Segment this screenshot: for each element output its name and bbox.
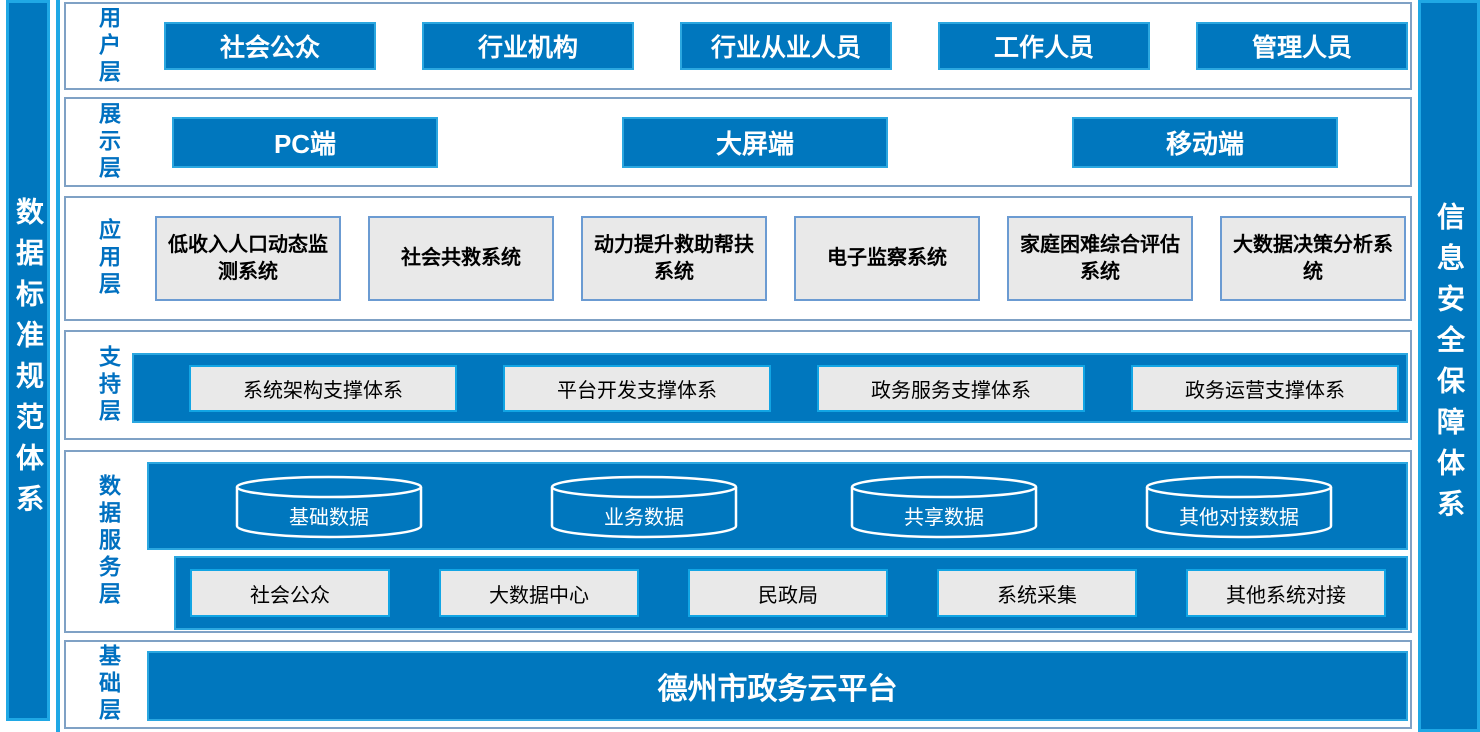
support-layer-label: 支持层 bbox=[96, 344, 121, 426]
application-layer-label: 应用层 bbox=[96, 218, 121, 299]
right-sidebar-label: 信息安全保障体系 bbox=[1434, 202, 1465, 530]
right-sidebar-info-security: 信息安全保障体系 bbox=[1418, 0, 1480, 732]
left-divider-line bbox=[56, 0, 60, 732]
app-box-assistance-support: 动力提升救助帮扶系统 bbox=[581, 216, 767, 301]
display-layer-label: 展示层 bbox=[96, 101, 121, 183]
data-service-layer-label: 数据服务层 bbox=[96, 474, 121, 609]
app-box-low-income-monitor: 低收入人口动态监测系统 bbox=[155, 216, 341, 301]
user-box-industry-staff: 行业从业人员 bbox=[680, 22, 892, 70]
user-box-industry-org: 行业机构 bbox=[422, 22, 634, 70]
application-layer-row: 低收入人口动态监测系统 社会共救系统 动力提升救助帮扶系统 电子监察系统 家庭困… bbox=[66, 198, 1410, 319]
support-box-architecture: 系统架构支撑体系 bbox=[189, 364, 457, 412]
display-layer-row: PC端 大屏端 移动端 bbox=[66, 99, 1410, 185]
database-cylinder-shared: 共享数据 bbox=[849, 474, 1039, 540]
cloud-platform-title: 德州市政务云平台 bbox=[657, 673, 898, 706]
cylinder-icon bbox=[550, 475, 738, 539]
user-layer-label-wrap: 用户层 bbox=[76, 4, 140, 88]
database-label-shared: 共享数据 bbox=[904, 507, 984, 529]
user-box-public: 社会公众 bbox=[164, 22, 376, 70]
user-box-workers: 工作人员 bbox=[938, 22, 1150, 70]
source-box-bigdata-center: 大数据中心 bbox=[439, 569, 639, 617]
cylinder-icon bbox=[850, 475, 1038, 539]
support-box-gov-service: 政务服务支撑体系 bbox=[817, 364, 1085, 412]
database-label-business: 业务数据 bbox=[604, 507, 684, 529]
support-box-gov-operation: 政务运营支撑体系 bbox=[1131, 364, 1399, 412]
database-label-basic: 基础数据 bbox=[289, 507, 369, 529]
base-layer-panel: 基础层 德州市政务云平台 bbox=[64, 640, 1412, 729]
app-box-social-rescue: 社会共救系统 bbox=[368, 216, 554, 301]
user-layer-label: 用户层 bbox=[96, 5, 121, 87]
display-layer-label-wrap: 展示层 bbox=[76, 99, 140, 185]
cylinder-icon bbox=[1145, 475, 1333, 539]
left-sidebar-label: 数据标准规范体系 bbox=[13, 196, 44, 525]
database-cylinder-basic: 基础数据 bbox=[234, 474, 424, 540]
source-box-civil-affairs: 民政局 bbox=[688, 569, 888, 617]
support-box-platform-dev: 平台开发支撑体系 bbox=[503, 364, 771, 412]
left-sidebar-data-standards: 数据标准规范体系 bbox=[6, 0, 50, 721]
user-layer-panel: 用户层 社会公众 行业机构 行业从业人员 工作人员 管理人员 bbox=[64, 2, 1412, 90]
database-cylinder-other: 其他对接数据 bbox=[1144, 474, 1334, 540]
data-source-row: 社会公众 大数据中心 民政局 系统采集 其他系统对接 bbox=[176, 558, 1406, 628]
source-box-other-systems: 其他系统对接 bbox=[1186, 569, 1386, 617]
user-box-managers: 管理人员 bbox=[1196, 22, 1408, 70]
source-box-public: 社会公众 bbox=[190, 569, 390, 617]
application-layer-label-wrap: 应用层 bbox=[76, 198, 140, 319]
app-box-bigdata-analysis: 大数据决策分析系统 bbox=[1220, 216, 1406, 301]
support-layer-band: 系统架构支撑体系 平台开发支撑体系 政务服务支撑体系 政务运营支撑体系 bbox=[132, 353, 1408, 423]
database-label-other: 其他对接数据 bbox=[1179, 507, 1299, 529]
base-layer-label: 基础层 bbox=[96, 644, 121, 725]
data-service-layer-label-wrap: 数据服务层 bbox=[76, 452, 140, 631]
source-box-system-collect: 系统采集 bbox=[937, 569, 1137, 617]
base-platform-band: 德州市政务云平台 bbox=[147, 651, 1408, 721]
database-band: 基础数据 业务数据 共享数据 bbox=[147, 462, 1408, 550]
display-box-bigscreen: 大屏端 bbox=[622, 116, 888, 168]
cylinder-icon bbox=[235, 475, 423, 539]
user-layer-row: 社会公众 行业机构 行业从业人员 工作人员 管理人员 bbox=[66, 4, 1410, 88]
database-cylinder-business: 业务数据 bbox=[549, 474, 739, 540]
display-layer-panel: 展示层 PC端 大屏端 移动端 bbox=[64, 97, 1412, 187]
application-layer-panel: 应用层 低收入人口动态监测系统 社会共救系统 动力提升救助帮扶系统 电子监察系统… bbox=[64, 196, 1412, 321]
display-box-mobile: 移动端 bbox=[1072, 116, 1338, 168]
app-box-family-assessment: 家庭困难综合评估系统 bbox=[1007, 216, 1193, 301]
support-layer-label-wrap: 支持层 bbox=[76, 332, 140, 438]
support-layer-row: 系统架构支撑体系 平台开发支撑体系 政务服务支撑体系 政务运营支撑体系 bbox=[134, 355, 1406, 421]
app-box-e-supervision: 电子监察系统 bbox=[794, 216, 980, 301]
base-layer-label-wrap: 基础层 bbox=[76, 642, 140, 727]
display-box-pc: PC端 bbox=[172, 116, 438, 168]
data-source-band: 社会公众 大数据中心 民政局 系统采集 其他系统对接 bbox=[174, 556, 1408, 630]
data-service-layer-panel: 数据服务层 基础数据 业务数据 bbox=[64, 450, 1412, 633]
support-layer-panel: 支持层 系统架构支撑体系 平台开发支撑体系 政务服务支撑体系 政务运营支撑体系 bbox=[64, 330, 1412, 440]
